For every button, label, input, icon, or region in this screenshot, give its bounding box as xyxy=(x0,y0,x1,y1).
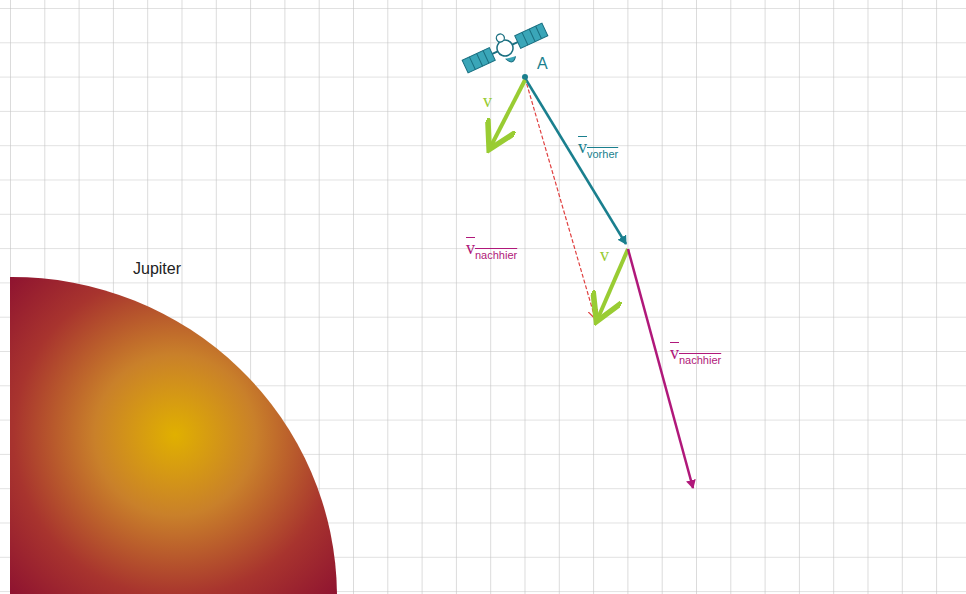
planet-name: Jupiter xyxy=(133,261,181,277)
jupiter-planet xyxy=(10,277,337,594)
symbol-text: nachhier xyxy=(679,354,721,366)
velocity-before-label: vvorher xyxy=(578,138,618,156)
symbol-text: v xyxy=(466,238,475,258)
symbol-text: vorher xyxy=(587,148,618,160)
resultant-dashed-arrow xyxy=(525,78,595,318)
jupiter-velocity-arrow xyxy=(491,80,525,146)
point-label: A xyxy=(537,56,548,72)
symbol-text: v xyxy=(600,245,609,265)
satellite-icon xyxy=(459,16,552,81)
velocity-symbol: v xyxy=(600,246,609,264)
velocity-after-label: vnachhier xyxy=(466,239,517,257)
symbol-text: nachhier xyxy=(475,249,517,261)
velocity-after-arrow xyxy=(628,249,693,488)
velocity-before-arrow xyxy=(525,78,626,244)
symbol-text: v xyxy=(578,137,587,157)
symbol-text: Jupiter xyxy=(133,260,181,277)
symbol-text: A xyxy=(537,55,548,72)
velocity-after-label: vnachhier xyxy=(670,344,721,362)
velocity-symbol: v xyxy=(483,92,492,110)
symbol-text: v xyxy=(483,91,492,111)
symbol-text: v xyxy=(670,343,679,363)
